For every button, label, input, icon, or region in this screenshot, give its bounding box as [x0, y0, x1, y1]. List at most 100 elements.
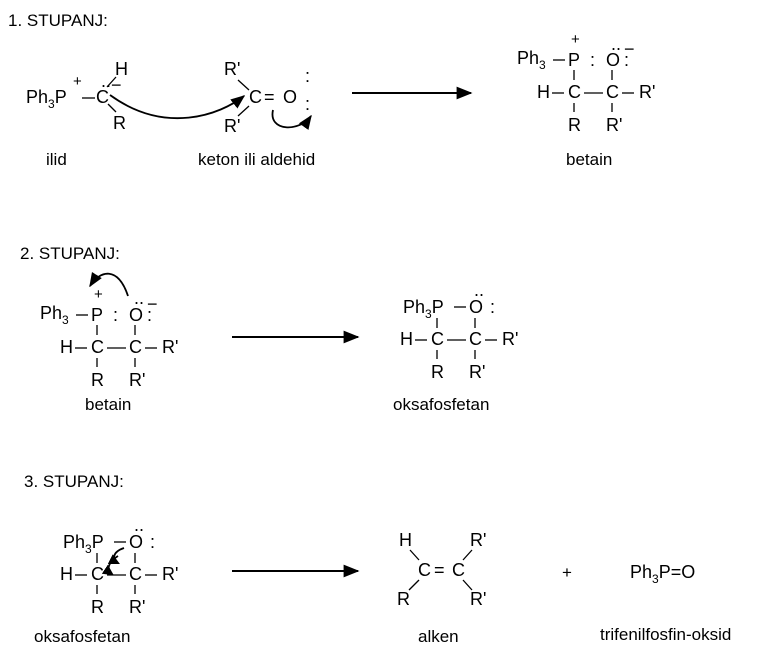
carbonyl-structure: R' C R' = O : : [224, 59, 310, 136]
ylide-r: R [113, 113, 126, 133]
betaine2-rp-right: R' [162, 337, 178, 357]
oxa3-h: H [60, 564, 73, 584]
betaine2-p-charge: + [94, 286, 103, 303]
betaine1-p-charge: + [571, 31, 580, 48]
oxa2-o: O [469, 297, 483, 317]
betaine2-o-lone-pair-right: : [147, 305, 152, 325]
carbonyl-carbon: C [249, 87, 262, 107]
ph3p-group: Ph3P [26, 87, 67, 111]
alkene-h-bond [409, 549, 420, 561]
betaine2-o-charge: − [147, 294, 158, 314]
betaine2-h: H [60, 337, 73, 357]
carbanion-charge: − [111, 75, 122, 95]
carbanion-lone-pair: .. [101, 71, 111, 91]
oxaphosphetane-structure-step-3: Ph3P O .. : H C C R' R R' [60, 515, 178, 617]
alkene-c2: C [452, 560, 465, 580]
betaine2-rp-bottom: R' [129, 370, 145, 390]
alkene-rp-top-bond [462, 549, 473, 561]
ylide-h: H [115, 59, 128, 79]
betaine1-ph3: Ph3 [517, 48, 546, 72]
betaine1-p: P [568, 50, 580, 70]
oxa2-o-lone-pair-top: .. [474, 280, 484, 300]
triphenylphosphine-oxide-formula: Ph3P=O [630, 562, 695, 586]
carbonyl-r-top-bond [237, 79, 250, 91]
betaine1-ionic-dots: : [590, 50, 595, 70]
betaine1-r: R [568, 115, 581, 135]
alkene-r-bond [408, 579, 420, 591]
ylide-label: ilid [46, 150, 67, 169]
fragmentation-arrow-1 [107, 547, 125, 564]
phosphonium-charge: + [73, 73, 82, 90]
oxa2-c1: C [431, 329, 444, 349]
c-r-bond [107, 103, 117, 113]
alkene-h: H [399, 530, 412, 550]
betaine-structure-step-2: Ph3 P + : O .. : − H C C R' R R' [40, 286, 178, 390]
carbonyl-r-top: R' [224, 59, 240, 79]
oxygen-lone-pair-top: : [305, 66, 310, 86]
oxa3-ph3p: Ph3P [63, 532, 104, 556]
step-3-heading: 3. STUPANJ: [24, 472, 124, 491]
betaine1-o-lone-pair-right: : [624, 50, 629, 70]
betaine2-ionic-dots: : [113, 305, 118, 325]
oxa3-c2: C [129, 564, 142, 584]
oxa2-r: R [431, 362, 444, 382]
betaine1-o-lone-pair-top: .. [611, 34, 621, 54]
alkene-rp-bottom: R' [470, 589, 486, 609]
alkene-rp-bottom-bond [462, 579, 473, 591]
carbonyl-label: keton ili aldehid [198, 150, 315, 169]
betaine2-r: R [91, 370, 104, 390]
betaine1-c1: C [568, 82, 581, 102]
oxa3-rp-right: R' [162, 564, 178, 584]
betaine2-p: P [91, 305, 103, 325]
carbanion-carbon: C [96, 87, 109, 107]
alkene-label: alken [418, 627, 459, 646]
ylide-structure: Ph3P + C .. − H R [26, 59, 128, 133]
alkene-structure: H C R = C R' R' [397, 530, 486, 609]
oxa2-rp-right: R' [502, 329, 518, 349]
oxa3-o-lone-pair-right: : [150, 532, 155, 552]
step-1-heading: 1. STUPANJ: [8, 11, 108, 30]
product-plus-sign: + [562, 563, 572, 582]
oxaphosphetane-label-step-2: oksafosfetan [393, 395, 489, 414]
oxygen-lone-pair-bottom: : [305, 94, 310, 114]
oxa2-h: H [400, 329, 413, 349]
betaine2-c2: C [129, 337, 142, 357]
oxa3-c1: C [91, 564, 104, 584]
carbonyl-oxygen: O [283, 87, 297, 107]
betaine1-o: O [606, 50, 620, 70]
step-2-heading: 2. STUPANJ: [20, 244, 120, 263]
oxaphosphetane-label-step-3: oksafosfetan [34, 627, 130, 646]
carbonyl-r-bottom-bond [237, 105, 250, 117]
oxa3-r: R [91, 597, 104, 617]
carbonyl-r-bottom: R' [224, 116, 240, 136]
betaine1-rp-right: R' [639, 82, 655, 102]
betaine1-o-charge: − [624, 39, 635, 59]
oxa2-o-lone-pair-right: : [490, 297, 495, 317]
alkene-double-bond: = [434, 560, 445, 580]
ring-closure-arrow [89, 271, 129, 297]
betaine-label-step-2: betain [85, 395, 131, 414]
betaine1-h: H [537, 82, 550, 102]
betaine-label-step-1: betain [566, 150, 612, 169]
pi-bond-shift-arrow [271, 109, 312, 130]
alkene-c1: C [418, 560, 431, 580]
oxa2-c2: C [469, 329, 482, 349]
oxa2-rp-bottom: R' [469, 362, 485, 382]
alkene-r: R [397, 589, 410, 609]
oxa3-rp-bottom: R' [129, 597, 145, 617]
triphenylphosphine-oxide-label: trifenilfosfin-oksid [600, 625, 731, 644]
betaine2-c1: C [91, 337, 104, 357]
betaine1-rp-bottom: R' [606, 115, 622, 135]
betaine2-o: O [129, 305, 143, 325]
oxa3-o-lone-pair-top: .. [134, 515, 144, 535]
nucleophilic-attack-arrow [109, 94, 246, 119]
oxa2-ph3p: Ph3P [403, 297, 444, 321]
c-h-bond [106, 76, 117, 88]
alkene-rp-top: R' [470, 530, 486, 550]
oxa3-o: O [129, 532, 143, 552]
fragmentation-arrow-2 [101, 555, 119, 576]
betaine2-ph3: Ph3 [40, 303, 69, 327]
carbonyl-double-bond: = [264, 87, 275, 107]
betaine-structure-step-1: Ph3 P + : O .. : − H C C R' R R' [517, 31, 655, 135]
